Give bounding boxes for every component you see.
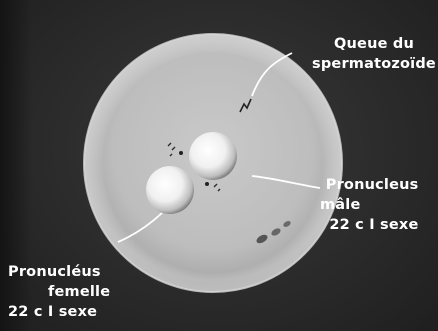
label-male-line2: mâle [320,195,419,215]
male-pronucleus [189,132,237,180]
label-male-line1: Pronucleus [320,175,419,195]
centriole-dot [205,182,209,186]
female-pronucleus [146,166,194,214]
centriole-dot [179,151,183,155]
label-female-pronucleus: Pronucléus femelle 22 c I sexe [8,262,110,322]
label-female-line1: Pronucléus [8,262,110,282]
label-male-line3: 22 c I sexe [320,215,419,235]
label-female-line3: 22 c I sexe [8,302,110,322]
label-sperm-tail-line1: Queue du [312,34,436,54]
label-sperm-tail: Queue du spermatozoïde [312,34,436,74]
label-female-line2: femelle [8,282,110,302]
label-sperm-tail-line2: spermatozoïde [312,54,436,74]
label-male-pronucleus: Pronucleus mâle 22 c I sexe [320,175,419,235]
